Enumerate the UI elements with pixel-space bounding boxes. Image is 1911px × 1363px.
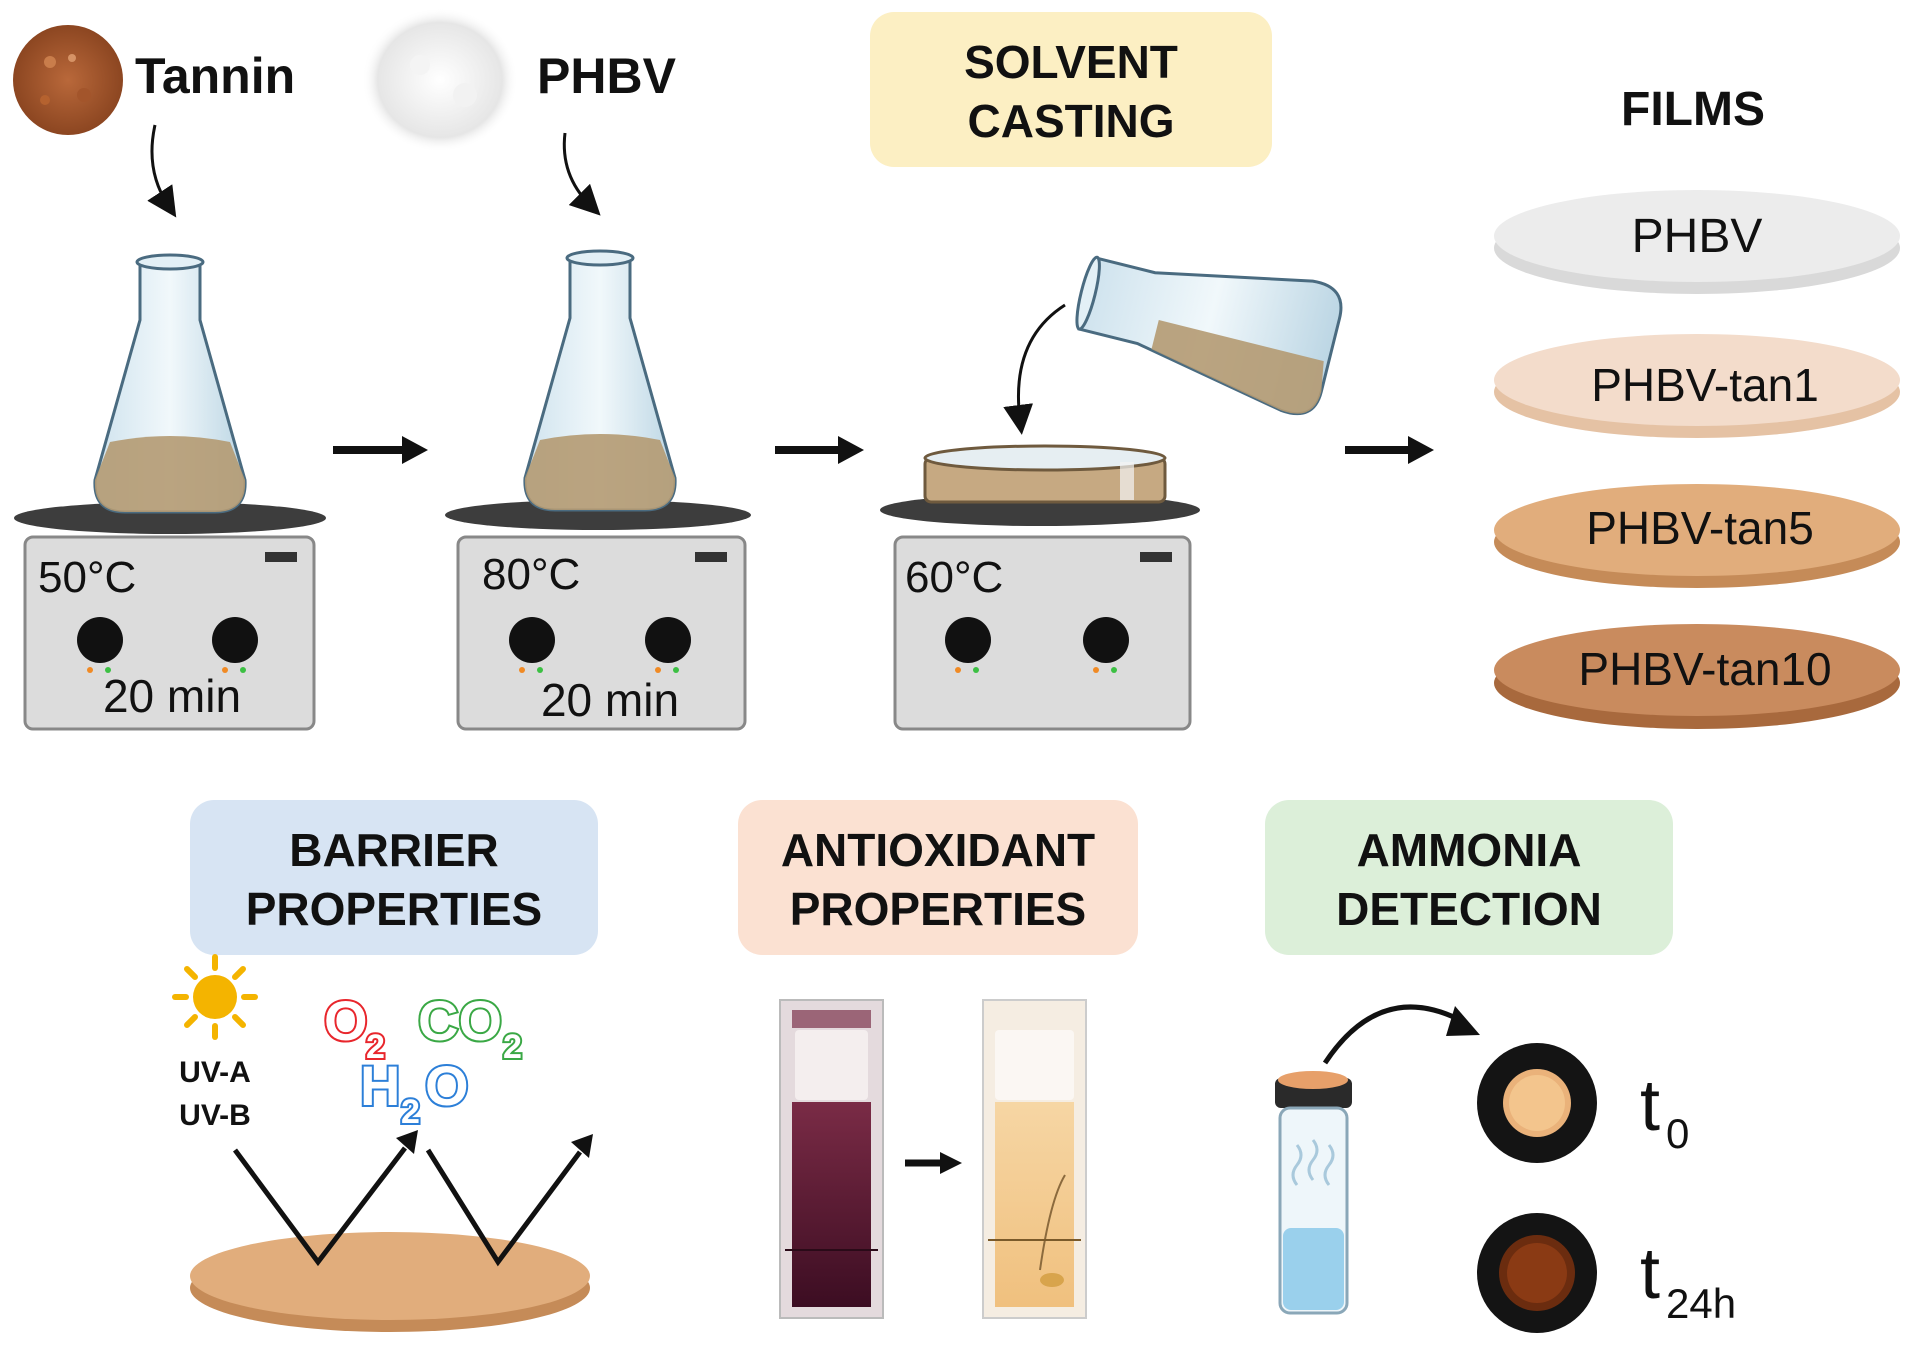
antioxidant-line1: ANTIOXIDANT [781, 824, 1095, 876]
antioxidant-line2: PROPERTIES [790, 883, 1087, 935]
tannin-powder-icon [13, 25, 123, 135]
t0-label: t [1640, 1066, 1660, 1146]
solvent-casting-line2: CASTING [968, 95, 1175, 147]
pouring-flask-icon [1075, 255, 1343, 416]
film-phbv-tan5 [1494, 484, 1900, 588]
ammonia-arrow [1322, 1004, 1462, 1065]
t0-subscript: 0 [1666, 1110, 1689, 1157]
film-phbv-tan10-label: PHBV-tan10 [1578, 643, 1831, 695]
hotplate-1-temp: 50°C [38, 553, 136, 602]
hotplate-3-temp: 60°C [905, 553, 1003, 602]
ammonia-line2: DETECTION [1336, 883, 1602, 935]
tannin-label: Tannin [135, 48, 295, 104]
phbv-input-label: PHBV [537, 48, 677, 104]
barrier-line2: PROPERTIES [246, 883, 543, 935]
solvent-casting-line1: SOLVENT [964, 36, 1178, 88]
co2-label: CO [418, 989, 502, 1052]
films-title: FILMS [1621, 83, 1765, 136]
film-phbv-tan5-label: PHBV-tan5 [1586, 502, 1814, 554]
indicator-t0-icon [1477, 1043, 1597, 1163]
film-phbv-tan1-label: PHBV-tan1 [1591, 359, 1819, 411]
film-phbv-tan10 [1494, 624, 1900, 729]
hotplate-2-time: 20 min [541, 674, 679, 726]
h2o-o-label: O [425, 1054, 469, 1117]
sun-icon [172, 954, 258, 1040]
hotplate-1 [14, 502, 326, 731]
h2o-subscript: 2 [401, 1093, 420, 1131]
uva-label: UV-A [179, 1056, 251, 1089]
vial-icon [1275, 1071, 1352, 1315]
flask-2-icon [523, 249, 677, 512]
film-phbv [1494, 190, 1900, 294]
barrier-properties-box [190, 800, 598, 955]
cuvette-light-icon [982, 999, 1087, 1319]
hotplate-2 [445, 500, 751, 731]
phbv-arrow [562, 132, 601, 216]
o2-label: O [324, 989, 368, 1052]
hotplate-1-time: 20 min [103, 670, 241, 722]
antioxidant-properties-box [738, 800, 1138, 955]
pour-arrow [1003, 303, 1066, 435]
uvb-label: UV-B [179, 1099, 251, 1132]
hotplate-2-temp: 80°C [482, 550, 580, 599]
h2o-h-label: H [360, 1054, 400, 1117]
o2-subscript: 2 [366, 1028, 385, 1066]
film-phbv-tan1 [1494, 334, 1900, 438]
ammonia-line1: AMMONIA [1357, 824, 1582, 876]
film-phbv-label: PHBV [1632, 210, 1763, 263]
phbv-powder-icon [362, 8, 518, 152]
t24h-subscript: 24h [1666, 1280, 1736, 1327]
barrier-line1: BARRIER [289, 824, 499, 876]
tannin-arrow [147, 124, 177, 218]
cuvette-dark-icon [779, 999, 884, 1319]
petri-dish-icon [923, 444, 1167, 504]
barrier-film [190, 1232, 590, 1332]
co2-subscript: 2 [503, 1028, 522, 1066]
solvent-casting-box [870, 12, 1272, 167]
uv-reflection-arrow [232, 1146, 407, 1267]
flask-1-icon [93, 253, 247, 514]
indicator-t24h-icon [1477, 1213, 1597, 1333]
t24h-label: t [1640, 1234, 1660, 1314]
ammonia-detection-box [1265, 800, 1673, 955]
hotplate-3 [880, 494, 1200, 731]
gas-reflection-arrow [425, 1148, 583, 1267]
